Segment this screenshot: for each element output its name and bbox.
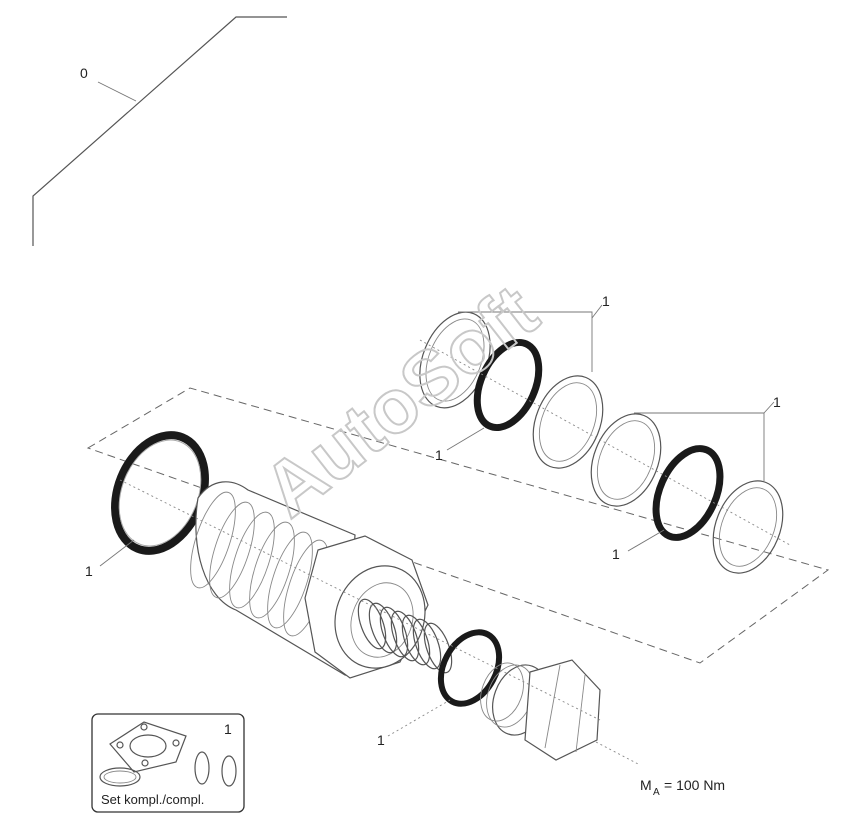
label-item-1-upper-group: 1 <box>602 293 610 309</box>
torque-symbol: M <box>640 777 652 793</box>
watermark-logo: AutoSoft <box>248 269 553 533</box>
label-assembly-0: 0 <box>80 65 88 81</box>
label-item-1-small-ring: 1 <box>377 732 385 748</box>
torque-value: = 100 Nm <box>664 777 725 793</box>
dashed-assembly-boundary <box>86 387 830 664</box>
label-item-1-large-ring: 1 <box>85 563 93 579</box>
ring-group-upper <box>419 311 604 469</box>
label-item-1-dark-ring: 1 <box>435 447 443 463</box>
kit-box: 1 Set kompl./compl. <box>91 713 245 813</box>
ring-group-lower <box>590 413 784 574</box>
bracket-upper-group <box>458 311 593 372</box>
axis-line-rings <box>419 339 791 546</box>
label-item-1-lower-dark-ring: 1 <box>612 546 620 562</box>
kit-item-ref: 1 <box>224 721 232 737</box>
torque-subscript: A <box>653 787 660 798</box>
torque-annotation: M A = 100 Nm <box>640 777 725 798</box>
plug-screw <box>480 659 601 761</box>
assembly-reference: 0 <box>32 16 287 246</box>
label-item-1-lower-group: 1 <box>773 394 781 410</box>
spring <box>357 598 453 674</box>
kit-caption: Set kompl./compl. <box>101 792 204 807</box>
